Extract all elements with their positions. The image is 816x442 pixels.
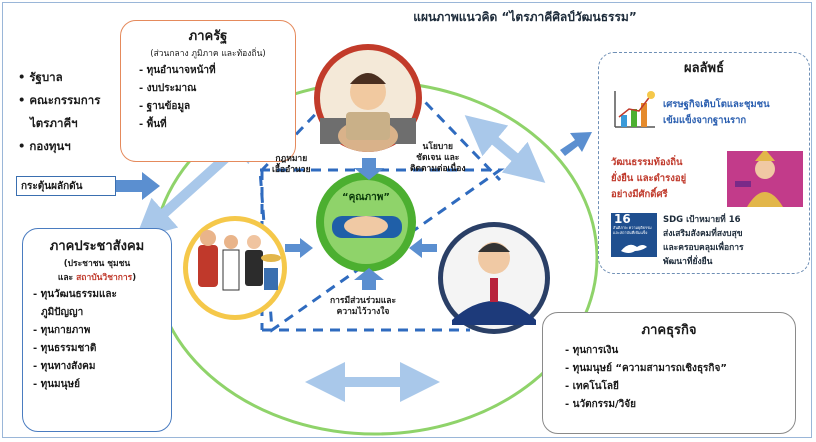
quality-label: “คุณภาพ” <box>342 192 390 203</box>
policy-line: นโยบาย <box>422 142 454 152</box>
state-sector-title: ภาครัฐ <box>188 29 228 44</box>
diagram-title: แผนภาพแนวคิด “ไตรภาคีศิลป์วัฒนธรรม” <box>413 10 637 24</box>
law-label: กฎหมาย เอื้ออำนวย <box>272 154 311 176</box>
civil-item: - ทุนวัฒนธรรมและ <box>33 289 117 300</box>
outcome-culture-line: ยั่งยืน และดำรงอยู่ <box>611 173 687 184</box>
arrow-stimulus <box>115 172 160 200</box>
outcome-sdg-line: ส่งเสริมสังคมที่สงบสุข <box>663 229 743 239</box>
paren-close: ) <box>132 273 137 283</box>
academic-label: สถาบันวิชาการ <box>76 273 133 283</box>
participation-line: ความไว้วางใจ <box>336 307 390 317</box>
sdg-number: 16 <box>614 212 631 226</box>
policy-label: นโยบาย ชัดเจน และ ติดตามต่อเนื่อง <box>410 142 466 175</box>
growth-chart-icon <box>614 91 655 128</box>
participation-line: การมีส่วนร่วมและ <box>330 296 397 306</box>
policy-line: ติดตามต่อเนื่อง <box>410 164 466 174</box>
state-sector-subtitle: (ส่วนกลาง ภูมิภาค และท้องถิ่น) <box>150 49 266 59</box>
civil-item: - ทุนมนุษย์ <box>33 379 80 390</box>
state-item: - พื้นที่ <box>139 119 167 130</box>
diagram-frame <box>2 2 812 438</box>
civil-sector-subtitle-2: และ สถาบันวิชาการ) <box>23 270 171 284</box>
state-item: - ทุนอำนาจหน้าที่ <box>139 65 216 76</box>
business-item: - นวัตกรรม/วิจัย <box>565 399 636 410</box>
sdg16-badge: 16 สันติภาพ ความยุติธรรม และสถาบันที่เข้… <box>611 213 657 257</box>
civil-item: - ทุนทางสังคม <box>33 361 96 372</box>
quality-handshake-illustration <box>316 172 416 272</box>
civil-sector-title: ภาคประชาสังคม <box>49 239 145 254</box>
outcome-economy: เศรษฐกิจเติบโตและชุมชน เข้มแข็งจากฐานราก <box>663 97 770 129</box>
civil-item: - ทุนธรรมชาติ <box>33 343 97 354</box>
state-item: - งบประมาณ <box>139 83 197 94</box>
gov-item: • กองทุนฯ <box>18 139 71 153</box>
outcome-economy-line: เศรษฐกิจเติบโตและชุมชน <box>663 99 770 110</box>
outcome-economy-line: เข้มแข็งจากฐานราก <box>663 115 747 126</box>
arrow-civil-to-center <box>285 238 313 258</box>
business-sector-box: ภาคธุรกิจ - ทุนการเงิน - ทุนมนุษย์ “ความ… <box>542 312 796 434</box>
law-line: กฎหมาย <box>275 154 308 164</box>
policy-line: ชัดเจน และ <box>416 153 460 163</box>
civil-item: ภูมิปัญญา <box>41 307 84 318</box>
outcome-culture-line: อย่างมีศักดิ์ศรี <box>611 189 668 200</box>
law-line: เอื้ออำนวย <box>272 165 311 175</box>
arrow-up-to-center <box>354 268 384 290</box>
and-label: และ <box>57 273 74 283</box>
arrow-down-to-center <box>354 158 384 180</box>
civil-item: - ทุนกายภาพ <box>33 325 91 336</box>
outcome-culture-line: วัฒนธรรมท้องถิ่น <box>611 157 683 168</box>
participation-label: การมีส่วนร่วมและ ความไว้วางใจ <box>330 296 396 318</box>
arrow-to-outcomes <box>560 132 592 156</box>
sdg-badge-text: สันติภาพ ความยุติธรรม และสถาบันที่เข้มแข… <box>613 225 652 235</box>
civil-sector-subtitle: (ประชาชน ชุมชน <box>63 259 131 269</box>
cultural-dancer-image <box>727 151 803 207</box>
outcome-sdg-line: และครอบคลุมเพื่อการ <box>663 243 744 253</box>
dove-icon <box>621 244 647 253</box>
arrow-state-business <box>464 115 546 183</box>
civil-sector-box: ภาคประชาสังคม (ประชาชน ชุมชน และ สถาบันว… <box>22 228 172 432</box>
outcome-sdg: SDG เป้าหมายที่ 16 ส่งเสริมสังคมที่สงบสุ… <box>663 213 744 269</box>
business-sector-title: ภาคธุรกิจ <box>641 323 697 338</box>
outcome-sdg-line: SDG เป้าหมายที่ 16 <box>663 215 741 225</box>
outcomes-title: ผลลัพธ์ <box>683 61 725 76</box>
state-official-illustration <box>314 44 422 152</box>
state-sector-box: ภาครัฐ (ส่วนกลาง ภูมิภาค และท้องถิ่น) - … <box>120 20 296 162</box>
arrow-business-to-center <box>409 238 437 258</box>
outcome-culture: วัฒนธรรมท้องถิ่น ยั่งยืน และดำรงอยู่ อย่… <box>611 155 686 203</box>
gov-item: ไตรภาคีฯ <box>30 116 78 130</box>
outcomes-box: ผลลัพธ์ เศรษฐกิจเติบโตและชุมชน เข้มแข็งจ… <box>598 52 810 274</box>
state-item: - ฐานข้อมูล <box>139 101 191 112</box>
gov-item: • คณะกรรมการ <box>18 93 101 107</box>
business-item: - ทุนการเงิน <box>565 345 619 356</box>
business-person-illustration <box>438 222 550 334</box>
gov-item: • รัฐบาล <box>18 70 63 84</box>
stimulus-label: กระตุ้นผลักดัน <box>16 176 116 196</box>
business-item: - ทุนมนุษย์ “ความสามารถเชิงธุรกิจ” <box>565 363 727 374</box>
civil-people-illustration <box>183 216 287 320</box>
business-item: - เทคโนโลยี <box>565 381 619 392</box>
government-list: • รัฐบาล • คณะกรรมการ ไตรภาคีฯ • กองทุนฯ <box>18 66 100 158</box>
outcome-sdg-line: พัฒนาที่ยั่งยืน <box>663 257 713 267</box>
